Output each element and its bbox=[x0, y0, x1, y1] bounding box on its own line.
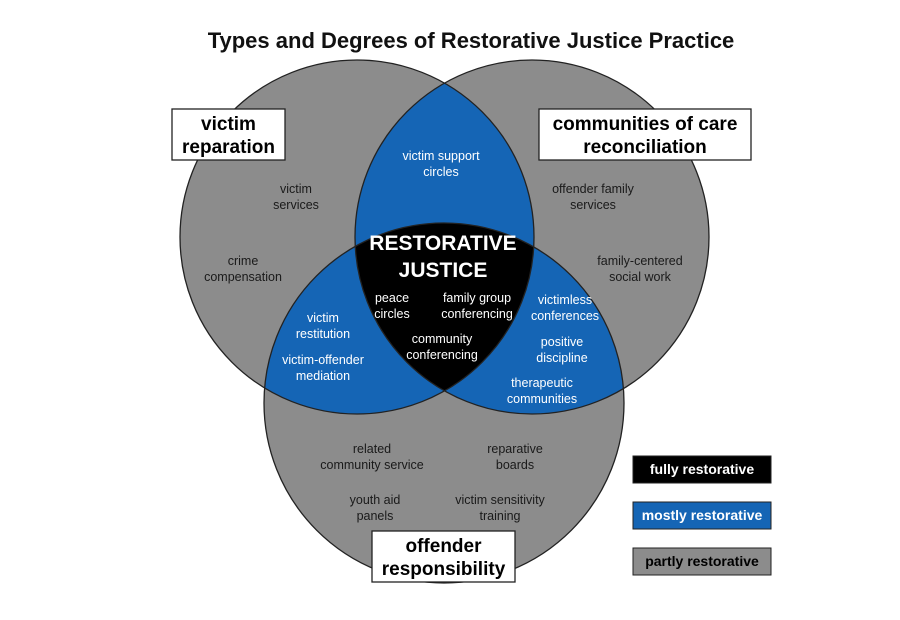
region-label: circles bbox=[374, 307, 409, 321]
legend-label-fully: fully restorative bbox=[650, 461, 754, 477]
region-label: victim sensitivity bbox=[455, 493, 545, 507]
region-label: conferencing bbox=[406, 348, 478, 362]
victim-label-box: victim reparation bbox=[171, 108, 286, 161]
region-label: positive bbox=[541, 335, 583, 349]
community-label-line1: communities of care bbox=[553, 114, 738, 135]
region-label: related bbox=[353, 442, 391, 456]
region-label: social work bbox=[609, 270, 672, 284]
victim-label-line1: victim bbox=[201, 114, 256, 135]
region-label: community bbox=[412, 332, 473, 346]
region-label: crime bbox=[228, 254, 259, 268]
region-label: reparative bbox=[487, 442, 543, 456]
region-label: family-centered bbox=[597, 254, 682, 268]
region-label: victim-offender bbox=[282, 353, 364, 367]
legend-label-mostly: mostly restorative bbox=[642, 507, 763, 523]
legend-swatch-partly bbox=[632, 547, 772, 576]
region-label: restitution bbox=[296, 327, 350, 341]
victim-label-line2: reparation bbox=[182, 137, 275, 158]
region-label: conferencing bbox=[441, 307, 513, 321]
offender-label-line2: responsibility bbox=[382, 559, 506, 580]
region-label: community service bbox=[320, 458, 424, 472]
region-label: compensation bbox=[204, 270, 282, 284]
page-title: Types and Degrees of Restorative Justice… bbox=[208, 28, 735, 53]
region-label: victim bbox=[307, 311, 339, 325]
legend-swatch-fully bbox=[632, 455, 772, 484]
offender-label-line1: offender bbox=[406, 536, 483, 557]
region-label: victim support bbox=[402, 149, 480, 163]
region-label: offender family bbox=[552, 182, 635, 196]
community-label-line2: reconciliation bbox=[583, 137, 707, 158]
region-label: boards bbox=[496, 458, 534, 472]
region-label: youth aid bbox=[350, 493, 401, 507]
legend-label-partly: partly restorative bbox=[645, 553, 759, 569]
region-label: conferences bbox=[531, 309, 599, 323]
region-label: training bbox=[480, 509, 521, 523]
center-title-line1: RESTORATIVE bbox=[369, 232, 516, 255]
community-label-box: communities of care reconciliation bbox=[538, 108, 752, 161]
region-label: discipline bbox=[536, 351, 587, 365]
region-label: services bbox=[570, 198, 616, 212]
region-label: mediation bbox=[296, 369, 350, 383]
region-label: peace bbox=[375, 291, 409, 305]
region-label: panels bbox=[357, 509, 394, 523]
region-label: therapeutic bbox=[511, 376, 573, 390]
legend-swatch-mostly bbox=[632, 501, 772, 530]
offender-label-box: offender responsibility bbox=[371, 530, 516, 583]
region-label: communities bbox=[507, 392, 577, 406]
legend: fully restorative mostly restorative par… bbox=[632, 455, 772, 576]
region-label: circles bbox=[423, 165, 458, 179]
region-label: family group bbox=[443, 291, 511, 305]
region-label: victim bbox=[280, 182, 312, 196]
center-title-line2: JUSTICE bbox=[399, 259, 488, 282]
region-label: victimless bbox=[538, 293, 592, 307]
region-label: services bbox=[273, 198, 319, 212]
circle-outlines bbox=[179, 59, 710, 584]
